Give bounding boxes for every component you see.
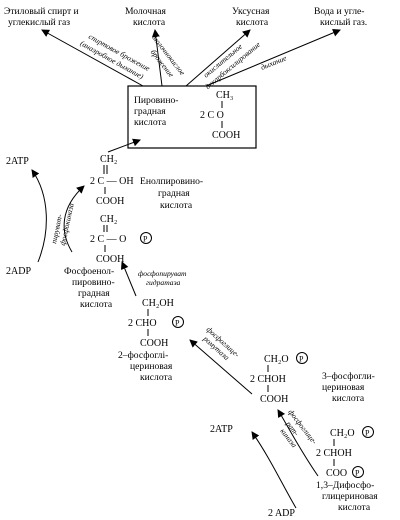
svg-text:фосфопируват: фосфопируват <box>138 269 187 278</box>
pyruvate-hydratase-label: фосфопируват гидратаза <box>138 269 187 287</box>
pg2-name: 2–фосфоглі- цериновая кислота <box>118 350 173 383</box>
svg-text:2 C — OH: 2 C — OH <box>90 176 134 187</box>
phosphate-circle <box>296 352 308 364</box>
arrow-to-water-co2 <box>205 29 341 87</box>
svg-text:2 C O: 2 C O <box>200 110 224 121</box>
svg-text:3–фосфогли-: 3–фосфогли- <box>322 371 375 382</box>
atp-label-2: 2ATP <box>210 424 233 435</box>
arrow-to-lactic <box>151 29 163 87</box>
svg-text:2 CHOH: 2 CHOH <box>250 374 286 385</box>
dpg-formula: CH₂O P 2 CHOH COO P <box>316 426 374 479</box>
svg-text:CH₂: CH₂ <box>100 154 117 165</box>
pg3-formula: CH₂O P 2 CHOH COOH <box>250 352 308 405</box>
adp-label-2: 2 ADP <box>268 508 295 519</box>
svg-text:кислота: кислота <box>140 372 173 383</box>
pathway-oxidative-label: окислительное декарбоксилирование <box>202 39 263 91</box>
pathway-respiration-label: дыхание <box>259 53 288 72</box>
product-lactic-acid: Молочная кислота <box>125 6 167 28</box>
phosphate-circle <box>352 466 364 478</box>
pyruvate-kinase-label: пируват- фосфокиназа <box>49 202 76 246</box>
svg-text:кислый газ.: кислый газ. <box>320 17 367 28</box>
svg-text:градная: градная <box>78 288 110 299</box>
svg-text:Молочная: Молочная <box>125 6 167 17</box>
svg-text:COOH: COOH <box>140 338 168 349</box>
pyruvate-formula: CH₃ 2 C O COOH <box>200 90 240 141</box>
svg-text:кислота: кислота <box>80 299 113 310</box>
svg-text:гидратаза: гидратаза <box>146 278 181 287</box>
arrow-2pg-to-pep <box>120 261 137 297</box>
pyruvate-name: Пировино- градная кислота <box>134 95 178 128</box>
product-acetic-acid: Уксусная кислота <box>232 6 270 28</box>
pg2-formula: CH₂OH 2 CHO P COOH <box>128 298 184 349</box>
svg-text:Вода и угле-: Вода и угле- <box>314 6 364 17</box>
svg-text:P: P <box>143 235 148 244</box>
phosphate-circle <box>140 232 152 244</box>
svg-text:Фосфоенол-: Фосфоенол- <box>64 266 114 277</box>
svg-text:P: P <box>299 355 304 364</box>
svg-text:Енолпировино-: Енолпировино- <box>140 176 203 187</box>
svg-text:градная: градная <box>134 106 166 117</box>
atp-label-1: 2ATP <box>6 156 29 167</box>
svg-text:COO: COO <box>326 468 347 479</box>
arrow-adp-to-atp-2 <box>251 431 297 509</box>
svg-text:2–фосфоглі-: 2–фосфоглі- <box>118 350 168 361</box>
phosphate-circle <box>362 426 374 438</box>
svg-text:COOH: COOH <box>260 394 288 405</box>
svg-text:COOH: COOH <box>212 130 240 141</box>
enolpyruvate-name: Енолпировино- градная кислота <box>140 176 203 211</box>
svg-text:CH₃: CH₃ <box>216 90 233 101</box>
arrow-to-acetic <box>185 29 251 87</box>
arrow-pep-to-enol <box>63 185 85 253</box>
svg-text:Уксусная: Уксусная <box>232 6 270 17</box>
svg-text:CH₂: CH₂ <box>100 214 117 225</box>
arrow-enol-to-pyruvate <box>107 138 141 153</box>
svg-text:COOH: COOH <box>96 196 124 207</box>
mutase-label: фосфоглице- ромутаза <box>201 325 242 362</box>
svg-text:углекислый газ: углекислый газ <box>8 17 70 28</box>
adp-label-1: 2ADP <box>6 266 31 277</box>
svg-text:P: P <box>365 429 370 438</box>
pyruvate-box <box>127 85 257 149</box>
svg-text:Этиловый спирт и: Этиловый спирт и <box>4 6 79 17</box>
svg-text:COOH: COOH <box>96 254 124 265</box>
svg-text:глицериновая: глицериновая <box>322 491 378 502</box>
arrow-dpg-to-3pg <box>277 409 319 477</box>
arrow-adp-to-atp <box>31 169 47 263</box>
arrow-to-ethanol <box>41 29 144 87</box>
svg-text:кислота: кислота <box>134 117 167 128</box>
svg-text:кислота: кислота <box>332 393 365 404</box>
svg-text:кислота: кислота <box>160 200 193 211</box>
svg-text:Пировино-: Пировино- <box>134 95 178 106</box>
svg-text:CH₂O: CH₂O <box>330 428 355 439</box>
svg-text:дыхание: дыхание <box>259 53 288 72</box>
svg-text:цериновая: цериновая <box>130 361 173 372</box>
arrow-3pg-to-2pg <box>189 339 253 395</box>
product-water-co2: Вода и угле- кислый газ. <box>314 6 367 28</box>
svg-text:2 C — O: 2 C — O <box>90 234 126 245</box>
svg-text:кислота: кислота <box>133 17 166 28</box>
enolpyruvate-formula: CH₂ 2 C — OH COOH <box>90 154 134 207</box>
phosphate-circle <box>172 316 184 328</box>
pathway-lactic-label: молочнокислое брожение <box>149 33 188 79</box>
svg-text:кислота: кислота <box>338 502 371 513</box>
svg-text:кислота: кислота <box>236 17 269 28</box>
pg-kinase-label: фосфоглице- рат- киназа <box>278 408 319 450</box>
svg-text:P: P <box>355 469 360 478</box>
pep-formula: CH₂ 2 C — O P COOH <box>90 214 152 265</box>
svg-text:2 CHO: 2 CHO <box>128 318 157 329</box>
pg3-name: 3–фосфогли- цериновая кислота <box>322 371 375 404</box>
product-ethanol-co2: Этиловый спирт и углекислый газ <box>4 6 79 28</box>
pep-name: Фосфоенол- пировино- градная кислота <box>64 266 115 310</box>
svg-text:P: P <box>175 319 180 328</box>
svg-text:градная: градная <box>158 188 190 199</box>
svg-text:пировино-: пировино- <box>72 277 115 288</box>
svg-text:2 CHOH: 2 CHOH <box>316 448 352 459</box>
svg-text:цериновая: цериновая <box>322 382 365 393</box>
svg-text:1,3–Дифосфо-: 1,3–Дифосфо- <box>316 480 374 491</box>
svg-text:CH₂O: CH₂O <box>264 354 289 365</box>
svg-text:CH₂OH: CH₂OH <box>142 298 174 309</box>
dpg-name: 1,3–Дифосфо- глицериновая кислота <box>316 480 378 513</box>
